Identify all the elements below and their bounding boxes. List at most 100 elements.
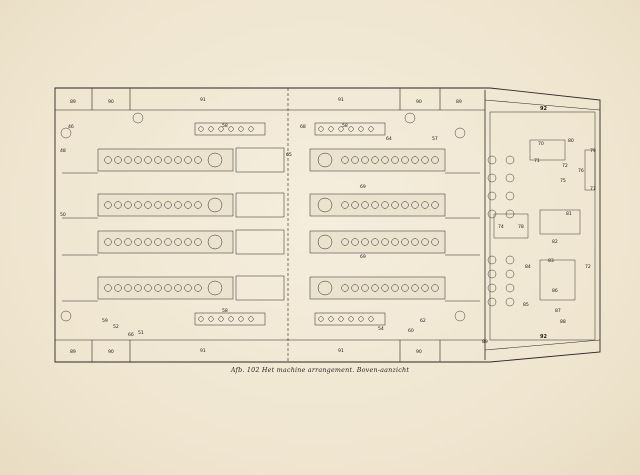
engine-block [97, 230, 234, 254]
label: 87 [555, 308, 561, 314]
flywheel [317, 280, 333, 296]
cylinder [144, 156, 152, 164]
generator-cylinder [238, 126, 244, 132]
cylinder [371, 156, 379, 164]
cylinder [124, 238, 132, 246]
figure-caption: Afb. 102 Het machine arrangement. Boven-… [230, 366, 410, 374]
cylinder [154, 284, 162, 292]
label: 62 [420, 318, 426, 324]
label: 68 [300, 124, 306, 130]
label: 69 [360, 254, 366, 260]
auxiliary-unit [529, 139, 566, 161]
generator-cylinder [228, 316, 234, 322]
label: 90 [416, 99, 422, 105]
pump [505, 297, 515, 307]
label: 89 [70, 99, 76, 105]
cylinder [184, 201, 192, 209]
label: 58 [342, 123, 348, 129]
cylinder [144, 201, 152, 209]
cylinder [114, 156, 122, 164]
cylinder [184, 284, 192, 292]
pump [487, 155, 497, 165]
label: 71 [534, 158, 540, 164]
generator-cylinder [208, 126, 214, 132]
flywheel [207, 152, 223, 168]
label: 80 [568, 138, 574, 144]
label: 69 [360, 184, 366, 190]
flywheel [207, 280, 223, 296]
cylinder [411, 201, 419, 209]
label: 92 [540, 106, 547, 112]
label: 74 [498, 224, 504, 230]
generator-cylinder [248, 126, 254, 132]
cylinder [371, 284, 379, 292]
cylinder [104, 238, 112, 246]
cylinder [194, 284, 202, 292]
cylinder [411, 156, 419, 164]
cylinder [174, 156, 182, 164]
cylinder [194, 238, 202, 246]
label: 91 [338, 97, 344, 103]
flywheel [317, 152, 333, 168]
pump [487, 173, 497, 183]
pump [505, 173, 515, 183]
label: 83 [548, 258, 554, 264]
generator-cylinder [248, 316, 254, 322]
pump [505, 269, 515, 279]
label: 58 [222, 123, 228, 129]
generator-cylinder [208, 316, 214, 322]
label: 46 [68, 124, 74, 130]
switchboard [493, 213, 529, 239]
cylinder [391, 156, 399, 164]
label: 91 [200, 97, 206, 103]
cylinder [361, 156, 369, 164]
generator-cylinder [348, 316, 354, 322]
cylinder [411, 238, 419, 246]
cylinder [194, 156, 202, 164]
pump [487, 269, 497, 279]
cylinder [104, 156, 112, 164]
cylinder [124, 156, 132, 164]
label: 84 [525, 264, 531, 270]
flywheel [207, 197, 223, 213]
cylinder [114, 284, 122, 292]
cylinder [401, 156, 409, 164]
cylinder [341, 238, 349, 246]
label: 89 [70, 349, 76, 355]
label: 58 [222, 308, 228, 314]
cylinder [421, 201, 429, 209]
cylinder [401, 201, 409, 209]
cylinder [341, 201, 349, 209]
cylinder [144, 284, 152, 292]
generator-cylinder [228, 126, 234, 132]
cylinder [361, 238, 369, 246]
generator-cylinder [328, 316, 334, 322]
cylinder [134, 201, 142, 209]
generator-cylinder [218, 316, 224, 322]
label: 82 [552, 239, 558, 245]
cylinder [371, 201, 379, 209]
generator-cylinder [318, 316, 324, 322]
cylinder [164, 201, 172, 209]
label: 59 [102, 318, 108, 324]
fitting [454, 127, 466, 139]
engine-block [309, 193, 446, 217]
cylinder [341, 284, 349, 292]
compartment-labels: 89 90 91 91 90 89 89 90 91 91 90 89 92 9… [60, 97, 596, 355]
engine-block [97, 148, 234, 172]
cylinder [164, 156, 172, 164]
cylinder [164, 238, 172, 246]
tank [584, 149, 596, 191]
generator-cylinder [358, 316, 364, 322]
generator-cylinder [338, 126, 344, 132]
generator-cylinder [368, 316, 374, 322]
generator-cylinder [368, 126, 374, 132]
pump [505, 155, 515, 165]
label: 91 [338, 348, 344, 354]
generator-cylinder [358, 126, 364, 132]
cylinder [381, 156, 389, 164]
cylinder [134, 284, 142, 292]
engine-block [309, 276, 446, 300]
